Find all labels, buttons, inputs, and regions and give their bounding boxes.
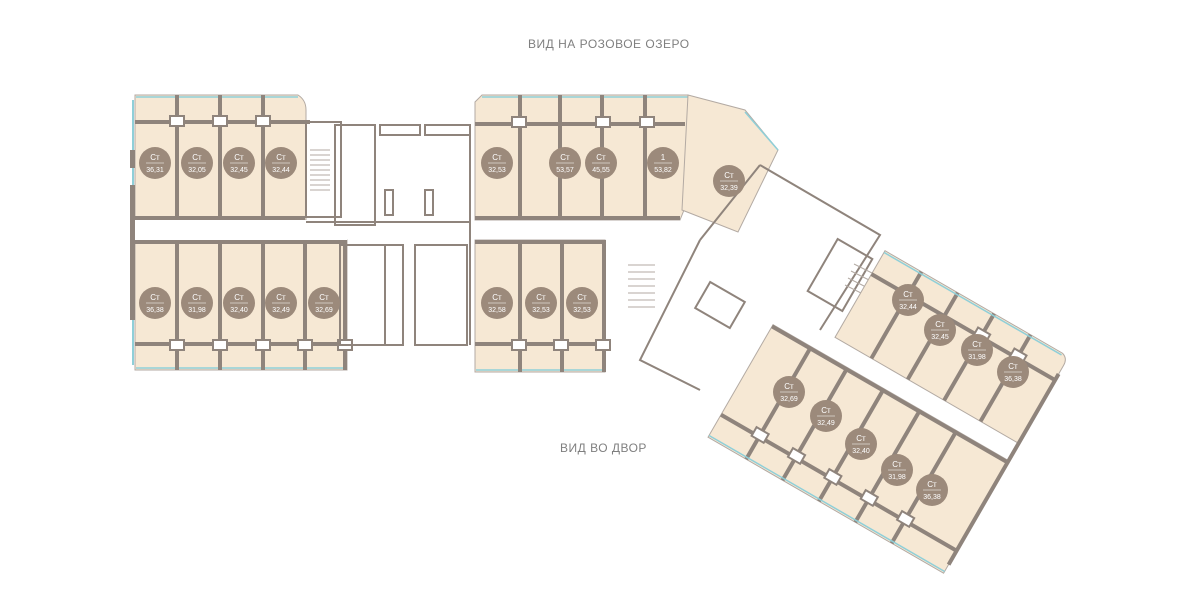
right-wing — [707, 250, 1066, 574]
apartment-badge[interactable]: Ст 32,69 — [308, 287, 340, 319]
stairs-left — [310, 149, 330, 191]
apartment-type: Ст — [856, 434, 866, 443]
apartment-type: 1 — [661, 153, 666, 162]
middle-block — [474, 94, 719, 373]
apartment-area: 53,82 — [654, 167, 672, 174]
apartment-area: 36,38 — [1004, 376, 1022, 383]
apartment-area: 32,40 — [230, 307, 248, 314]
left-wing-corridor — [135, 220, 347, 240]
apartment-area: 32,44 — [272, 167, 290, 174]
apartment-area: 32,49 — [817, 420, 835, 427]
apartment-badge[interactable]: Ст 32,39 — [713, 165, 745, 197]
apartment-type: Ст — [560, 153, 570, 162]
apartment-badge[interactable]: Ст 32,53 — [566, 287, 598, 319]
apartment-type: Ст — [150, 153, 160, 162]
apartment-type: Ст — [150, 293, 160, 302]
apartment-badges: Ст36,31Ст32,05Ст32,45Ст32,44Ст36,38Ст31,… — [139, 147, 1029, 506]
apartment-badge[interactable]: Ст 32,40 — [223, 287, 255, 319]
apartment-area: 32,45 — [931, 334, 949, 341]
apartment-type: Ст — [492, 293, 502, 302]
apartment-type: Ст — [596, 153, 606, 162]
apartment-area: 32,44 — [899, 304, 917, 311]
apartment-badge[interactable]: Ст 32,40 — [845, 428, 877, 460]
apartment-type: Ст — [972, 340, 982, 349]
apartment-area: 45,55 — [592, 167, 610, 174]
wedge-top-apartment — [681, 94, 779, 233]
apartment-area: 32,05 — [188, 167, 206, 174]
apartment-badge[interactable]: Ст 36,31 — [139, 147, 171, 179]
apartment-badge[interactable]: Ст 53,57 — [549, 147, 581, 179]
apartment-badge[interactable]: Ст 36,38 — [997, 356, 1029, 388]
apartment-badge[interactable]: Ст 31,98 — [961, 334, 993, 366]
apartment-area: 31,98 — [888, 474, 906, 481]
apartment-type: Ст — [492, 153, 502, 162]
apartment-type: Ст — [903, 290, 913, 299]
apartment-badge[interactable]: Ст 45,55 — [585, 147, 617, 179]
apartment-type: Ст — [276, 293, 286, 302]
central-core — [305, 121, 471, 346]
apartment-area: 32,58 — [488, 307, 506, 314]
apartment-badge[interactable]: Ст 32,69 — [773, 376, 805, 408]
apartment-area: 32,69 — [780, 396, 798, 403]
hub — [638, 164, 882, 391]
apartment-area: 32,53 — [573, 307, 591, 314]
apartment-badge[interactable]: Ст 32,44 — [892, 284, 924, 316]
apartment-type: Ст — [192, 293, 202, 302]
apartment-area: 32,39 — [720, 185, 738, 192]
apartment-type: Ст — [724, 171, 734, 180]
apartment-area: 32,53 — [532, 307, 550, 314]
apartment-badge[interactable]: Ст 31,98 — [181, 287, 213, 319]
apartment-type: Ст — [192, 153, 202, 162]
apartment-area: 31,98 — [968, 354, 986, 361]
apartment-badge[interactable]: Ст 32,44 — [265, 147, 297, 179]
apartment-badge[interactable]: 153,82 — [647, 147, 679, 179]
apartment-type: Ст — [234, 153, 244, 162]
apartment-type: Ст — [276, 153, 286, 162]
apartment-badge[interactable]: Ст 36,38 — [139, 287, 171, 319]
apartment-badge[interactable]: Ст 32,49 — [265, 287, 297, 319]
apartment-badge[interactable]: Ст 32,53 — [525, 287, 557, 319]
apartment-area: 32,40 — [852, 448, 870, 455]
apartment-area: 32,49 — [272, 307, 290, 314]
apartment-area: 36,38 — [146, 307, 164, 314]
apartment-type: Ст — [927, 480, 937, 489]
apartment-badge[interactable]: Ст 32,05 — [181, 147, 213, 179]
apartment-badge[interactable]: Ст 31,98 — [881, 454, 913, 486]
view-label-lake: ВИД НА РОЗОВОЕ ОЗЕРО — [528, 37, 690, 51]
apartment-type: Ст — [577, 293, 587, 302]
stairs-hub — [628, 263, 885, 308]
view-label-courtyard: ВИД ВО ДВОР — [560, 441, 647, 455]
apartment-badge[interactable]: Ст 32,49 — [810, 400, 842, 432]
apartment-badge[interactable]: Ст 32,58 — [481, 287, 513, 319]
apartment-type: Ст — [1008, 362, 1018, 371]
apartment-type: Ст — [935, 320, 945, 329]
apartment-type: Ст — [536, 293, 546, 302]
apartment-badge[interactable]: Ст 32,45 — [223, 147, 255, 179]
apartment-badge[interactable]: Ст 32,45 — [924, 314, 956, 346]
apartment-area: 36,38 — [923, 494, 941, 501]
apartment-area: 32,69 — [315, 307, 333, 314]
apartment-type: Ст — [784, 382, 794, 391]
apartment-type: Ст — [319, 293, 329, 302]
apartment-area: 32,53 — [488, 167, 506, 174]
apartment-area: 53,57 — [556, 167, 574, 174]
apartment-area: 31,98 — [188, 307, 206, 314]
left-wing — [130, 94, 353, 371]
apartment-type: Ст — [821, 406, 831, 415]
apartment-type: Ст — [234, 293, 244, 302]
apartment-badge[interactable]: Ст 32,53 — [481, 147, 513, 179]
apartment-area: 32,45 — [230, 167, 248, 174]
apartment-badge[interactable]: Ст 36,38 — [916, 474, 948, 506]
apartment-type: Ст — [892, 460, 902, 469]
apartment-area: 36,31 — [146, 167, 164, 174]
